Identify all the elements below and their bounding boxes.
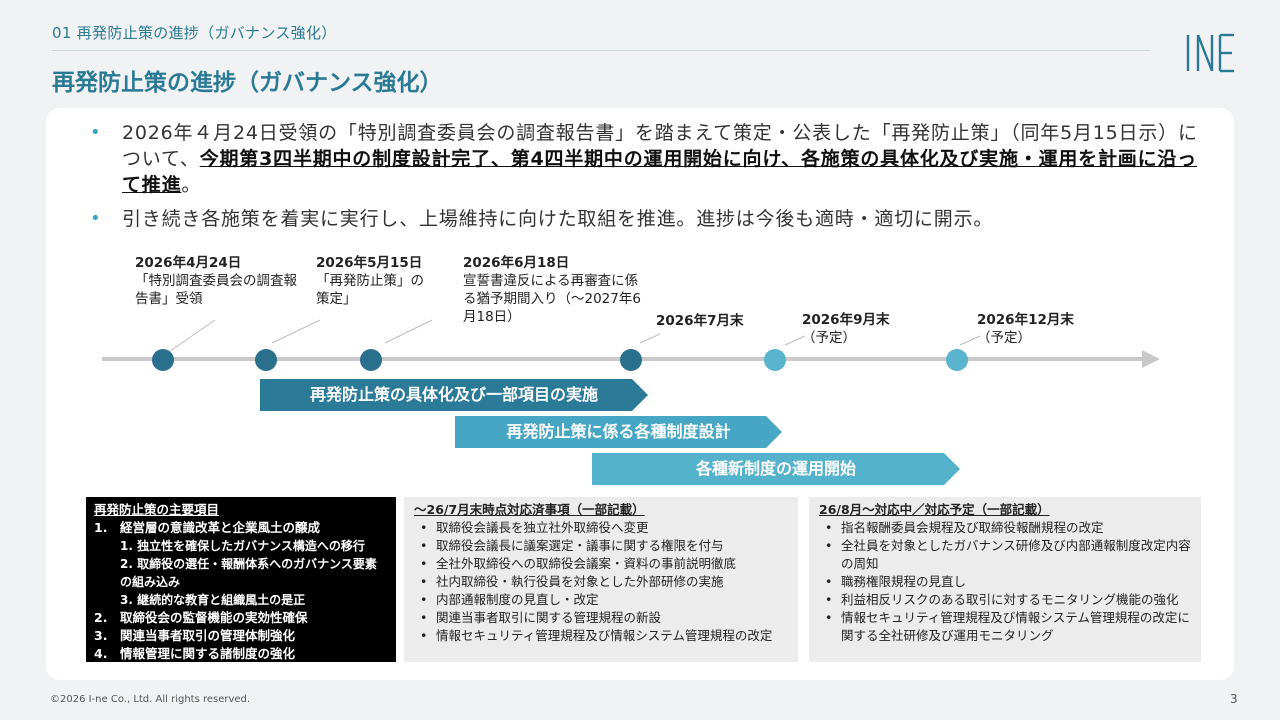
bullet-text-end: 。 [181, 174, 202, 196]
timeline-dot [360, 349, 382, 371]
main-subitem: 1. 独立性を確保したガバナンス構造への移行 [120, 539, 365, 553]
timeline-text: （予定） [977, 330, 1031, 346]
timeline-text: 「再発防止策」の策定」 [316, 273, 424, 307]
timeline-leader [384, 319, 433, 344]
bullet-text: 2026年４月24日受領の「特別調査委員会の調査報告書」を踏まえて策定・公表した… [122, 122, 1198, 170]
timeline-label: 2026年12月末 （予定） [977, 311, 1097, 347]
list-item: 全社外取締役への取締役会議案・資料の事前説明徹底 [414, 555, 788, 573]
done-items-box: ～26/7月末時点対応済事項（一部記載） 取締役会議長を独立社外取締役へ変更 取… [404, 497, 798, 662]
summary-bullet: • 引き続き各施策を着実に実行し、上場維持に向けた取組を推進。進捗は今後も適時・… [90, 206, 1200, 232]
list-item: 情報セキュリティ管理規程及び情報システム管理規程の改定に関する全社研修及び運用モ… [819, 609, 1191, 645]
timeline-text: （予定） [802, 330, 856, 346]
timeline-label: 2026年5月15日 「再発防止策」の策定」 [316, 254, 436, 308]
timeline-dot [764, 349, 786, 371]
timeline-date: 2026年9月末 [802, 312, 890, 328]
summary-bullets: • 2026年４月24日受領の「特別調査委員会の調査報告書」を踏まえて策定・公表… [90, 120, 1200, 240]
header-divider [52, 50, 1150, 51]
phase-banner-design: 再発防止策に係る各種制度設計 [455, 416, 782, 448]
main-item: 4. 情報管理に関する諸制度の強化 [94, 646, 295, 661]
timeline-dot [152, 349, 174, 371]
page-title: 再発防止策の進捗（ガバナンス強化） [52, 70, 443, 96]
timeline-label: 2026年9月末 （予定） [802, 311, 912, 347]
done-items-title: ～26/7月末時点対応済事項（一部記載） [414, 502, 645, 517]
timeline-label: 2026年7月末 [656, 312, 766, 330]
timeline-date: 2026年4月24日 [135, 255, 242, 271]
timeline-leader [784, 335, 806, 346]
main-item: 3. 関連当事者取引の管理体制強化 [94, 628, 295, 643]
list-item: 指名報酬委員会規程及び取締役報酬規程の改定 [819, 519, 1191, 537]
main-item: 1. 経営層の意識改革と企業風土の醸成 [94, 520, 320, 535]
bullet-emphasis: 今期第3四半期中の制度設計完了、第4四半期中の運用開始に向け、各施策の具体化及び… [122, 148, 1197, 196]
planned-items-title: 26/8月～対応中／対応予定（一部記載） [819, 502, 1050, 517]
bullet-dot-icon: • [90, 208, 102, 229]
timeline-leader [639, 333, 661, 344]
list-item: 全社員を対象としたガバナンス研修及び内部通報制度改定内容の周知 [819, 537, 1191, 573]
phase-banner-operation: 各種新制度の運用開始 [592, 453, 960, 485]
timeline-leader [271, 319, 321, 344]
list-item: 社内取締役・執行役員を対象とした外部研修の実施 [414, 573, 788, 591]
timeline-text: 宣誓書違反による再審査に係る猶予期間入り（～2027年6月18日） [463, 273, 641, 325]
main-subitem: 3. 継続的な教育と組織風土の是正 [120, 593, 306, 607]
planned-items-box: 26/8月～対応中／対応予定（一部記載） 指名報酬委員会規程及び取締役報酬規程の… [809, 497, 1201, 662]
timeline-leader [162, 319, 216, 357]
timeline-date: 2026年6月18日 [463, 255, 570, 271]
timeline-label: 2026年6月18日 宣誓書違反による再審査に係る猶予期間入り（～2027年6月… [463, 254, 643, 326]
list-item: 内部通報制度の見直し・改定 [414, 591, 788, 609]
company-logo [1186, 33, 1234, 73]
timeline-label: 2026年4月24日 「特別調査委員会の調査報告書」受領 [135, 254, 300, 308]
timeline-date: 2026年7月末 [656, 313, 744, 329]
page-number: 3 [1230, 692, 1238, 706]
list-item: 取締役会議長に議案選定・議事に関する権限を付与 [414, 537, 788, 555]
timeline-dot [946, 349, 968, 371]
main-items-title: 再発防止策の主要項目 [94, 502, 220, 517]
list-item: 取締役会議長を独立社外取締役へ変更 [414, 519, 788, 537]
summary-bullet: • 2026年４月24日受領の「特別調査委員会の調査報告書」を踏まえて策定・公表… [90, 120, 1200, 198]
main-items-box: 再発防止策の主要項目 1. 経営層の意識改革と企業風土の醸成 1. 独立性を確保… [86, 497, 396, 662]
timeline-date: 2026年12月末 [977, 312, 1074, 328]
list-item: 利益相反リスクのある取引に対するモニタリング機能の強化 [819, 591, 1191, 609]
timeline-date: 2026年5月15日 [316, 255, 423, 271]
list-item: 職務権限規程の見直し [819, 573, 1191, 591]
list-item: 情報セキュリティ管理規程及び情報システム管理規程の改定 [414, 627, 788, 645]
timeline-dot [620, 349, 642, 371]
main-subitem: 2. 取締役の選任・報酬体系へのガバナンス要素の組み込み [120, 557, 377, 589]
list-item: 関連当事者取引に関する管理規程の新設 [414, 609, 788, 627]
main-item: 2. 取締役会の監督機能の実効性確保 [94, 610, 308, 625]
timeline-dot [255, 349, 277, 371]
timeline-text: 「特別調査委員会の調査報告書」受領 [135, 273, 297, 307]
timeline-leader [959, 335, 981, 346]
bullet-dot-icon: • [90, 122, 102, 143]
timeline-arrow-icon [1142, 350, 1160, 368]
breadcrumb: 01 再発防止策の進捗（ガバナンス強化） [52, 24, 337, 42]
phase-banner-implementation: 再発防止策の具体化及び一部項目の実施 [260, 379, 648, 411]
bullet-text: 引き続き各施策を着実に実行し、上場維持に向けた取組を推進。進捗は今後も適時・適切… [122, 208, 994, 230]
copyright-text: ©2026 I-ne Co., Ltd. All rights reserved… [50, 694, 251, 705]
